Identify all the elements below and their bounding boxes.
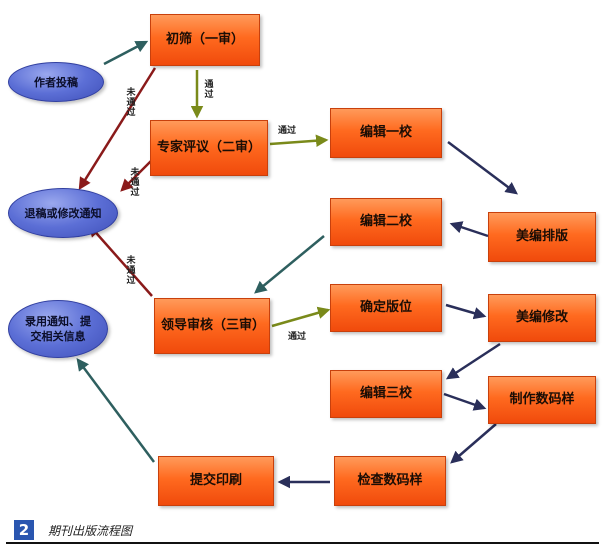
node-submit-print-label: 提交印刷 (189, 473, 242, 488)
edge-label-fail-3: 未通过 (126, 256, 136, 286)
edge-label-pass-3: 通过 (288, 332, 307, 342)
figure-title: 期刊出版流程图 (48, 524, 133, 538)
node-confirm-layout-label: 确定版位 (359, 300, 412, 315)
node-edit-third: 编辑三校 (330, 370, 442, 418)
node-first-screen: 初筛（一审） (150, 14, 260, 66)
node-art-revise: 美编修改 (488, 294, 596, 342)
node-edit-second: 编辑二校 (330, 198, 442, 246)
node-expert-review-label: 专家评议（二审） (157, 140, 262, 155)
node-edit-third-label: 编辑三校 (359, 386, 412, 401)
arrow-artrevise-to-edit3 (445, 342, 501, 380)
node-make-sample-label: 制作数码样 (509, 392, 575, 407)
node-art-layout: 美编排版 (488, 212, 596, 262)
node-reject-revise-label: 退稿或修改通知 (24, 206, 102, 220)
arrow-sample-to-check (450, 423, 497, 464)
arrow-layout-to-edit2 (449, 221, 489, 238)
node-art-revise-label: 美编修改 (515, 310, 568, 325)
figure-caption: 2 期刊出版流程图 (6, 518, 599, 544)
arrow-edit3-to-sample (443, 392, 487, 411)
node-expert-review: 专家评议（二审） (150, 120, 268, 176)
node-art-layout-label: 美编排版 (515, 229, 568, 244)
node-accept-notice-label: 录用通知、提交相关信息 (25, 315, 91, 343)
arrow-edit1-to-layout (447, 141, 518, 195)
node-edit-first-label: 编辑一校 (359, 125, 412, 140)
arrow-expert-to-edit1 (269, 134, 329, 147)
edge-label-pass-2: 通过 (278, 126, 297, 136)
node-leader-review-label: 领导审核（三审） (161, 318, 266, 333)
node-author-submit-label: 作者投稿 (34, 75, 78, 89)
arrow-leader-to-confirm (271, 306, 331, 328)
arrow-submit-to-screen (103, 40, 149, 66)
node-reject-revise: 退稿或修改通知 (8, 188, 118, 238)
node-leader-review: 领导审核（三审） (154, 298, 270, 354)
arrow-expert-to-reject (120, 159, 153, 192)
edge-label-fail-1: 未通过 (126, 88, 136, 118)
arrow-print-to-accept (76, 357, 156, 463)
edge-label-pass-1: 通过 (204, 80, 214, 100)
node-make-sample: 制作数码样 (488, 376, 596, 424)
node-edit-first: 编辑一校 (330, 108, 442, 158)
node-submit-print: 提交印刷 (158, 456, 274, 506)
node-check-sample-label: 检查数码样 (357, 473, 423, 488)
edge-label-fail-2: 未通过 (130, 168, 140, 198)
figure-number: 2 (14, 520, 34, 540)
arrow-confirm-to-artrevise (445, 303, 487, 320)
arrow-leader-to-reject (88, 224, 153, 297)
node-check-sample: 检查数码样 (334, 456, 446, 506)
node-first-screen-label: 初筛（一审） (165, 32, 244, 47)
node-edit-second-label: 编辑二校 (359, 214, 412, 229)
arrow-edit2-to-leader (254, 235, 325, 294)
node-author-submit: 作者投稿 (8, 62, 104, 102)
node-confirm-layout: 确定版位 (330, 284, 442, 332)
node-accept-notice: 录用通知、提交相关信息 (8, 300, 108, 358)
arrow-screen-to-reject (78, 67, 157, 191)
